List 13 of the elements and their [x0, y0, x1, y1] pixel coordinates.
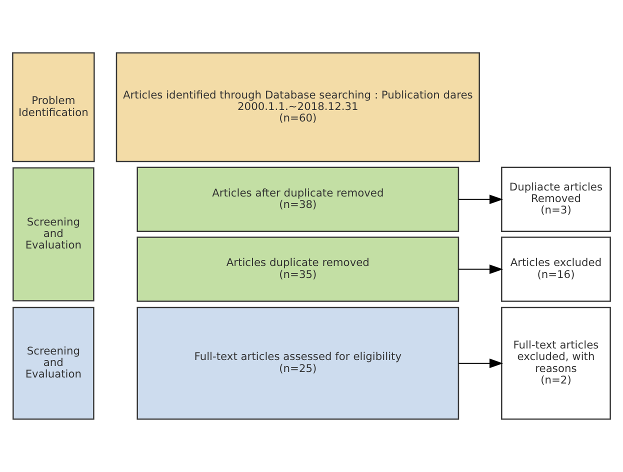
node-box: Articles identified through Database searching : Publication dares 2000.1.1.~2018.12.31 (n=60) [116, 52, 480, 162]
node-box: Full-text articles assessed for eligibility (n=25) [136, 306, 460, 420]
node-box: Problem Identification [12, 52, 95, 162]
node-box: Articles duplicate removed (n=35) [136, 236, 460, 302]
arrow [458, 358, 504, 368]
node-box: Screening and Evaluation [12, 306, 94, 420]
arrow [458, 194, 504, 204]
arrow [458, 264, 504, 274]
node-box: Screening and Evaluation [12, 167, 94, 302]
node-box: Articles excluded (n=16) [501, 236, 611, 302]
node-box: Articles after duplicate removed (n=38) [136, 166, 460, 232]
node-box: Dupliacte articles Removed (n=3) [501, 166, 611, 232]
node-box: Full-text articles excluded, with reasons (n=2) [501, 306, 611, 420]
